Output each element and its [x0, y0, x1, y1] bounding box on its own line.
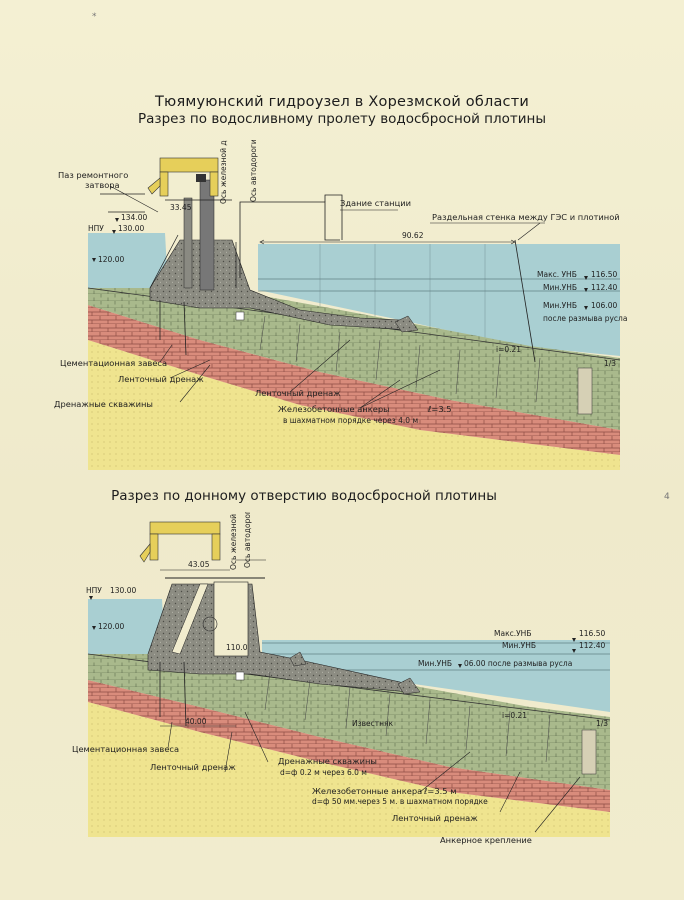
upstream-water [88, 233, 168, 292]
sand-layer-2 [88, 702, 610, 837]
upstream-water-2 [88, 599, 165, 654]
npu-value-2: 130.00 [110, 586, 136, 595]
station-label: Здание станции [340, 198, 411, 208]
lvl-13400: 134.00 [121, 213, 147, 222]
lvl-12000: 120.00 [98, 255, 124, 264]
min-unb-label-2: Мин.УНБ [502, 641, 536, 650]
section1-drawing: Паз ремонтного затвора Ось железной доро… [54, 140, 627, 470]
limestone-layer [88, 288, 620, 430]
gate-slot-label2: затвора [85, 180, 120, 190]
dim-4305: 43.05 [188, 560, 210, 569]
max-unb-label-2: Макс.УНБ [494, 629, 531, 638]
slope-13-label: 1/3 [604, 359, 616, 368]
npu-value: 130.00 [118, 224, 144, 233]
gantry-crane-2 [139, 521, 221, 563]
drain-strip-label: Ленточный дренаж [118, 374, 204, 384]
rail-axis-label-2: Ось железной дороги [229, 512, 238, 570]
bottom-outlet-dam-body [147, 581, 421, 695]
dim-4000: 40.00 [185, 717, 207, 726]
dim-3345: 33.45 [170, 203, 192, 212]
slope-13-label-2: 1/3 [596, 719, 608, 728]
lvl-12000-2: 120.00 [98, 622, 124, 631]
anchors-label: Железобетонные анкеры [278, 404, 390, 414]
wall-label: Раздельная стенка между ГЭС и плотиной [432, 212, 620, 222]
limestone-layer-2 [88, 654, 610, 790]
grout-curtain [159, 300, 187, 356]
after-erosion-label: после размыва русла [543, 314, 627, 323]
min-unb-label: Мин.УНБ [543, 283, 577, 292]
road-axis-label: Ось автодороги [249, 140, 258, 202]
dim-9062 [259, 239, 516, 245]
section2-title: Разрез по донному отверстию водосбросной… [111, 488, 497, 504]
min-unb2-label-2: Мин.УНБ [418, 659, 452, 668]
slope-i-label-2: i=0.21 [502, 711, 527, 720]
gantry-crane [147, 157, 219, 197]
anchors-l-label-2: ℓ=3.5 м [423, 786, 456, 796]
page-mark-right: 4 [664, 492, 670, 502]
drain-wells-d-label: d=ф 0.2 м через 6.0 м [280, 768, 367, 777]
drain-wells-label: Дренажные скважины [54, 399, 153, 409]
lvl-11000: 110.0 [226, 643, 248, 652]
min-unb2-value: 106.00 [591, 301, 617, 310]
rock-layer [88, 305, 620, 455]
anchors-pattern-label: в шахматном порядке через 4.0 м [283, 416, 418, 425]
drain-wells-label-2: Дренажные скважины [278, 756, 377, 766]
drain-strip2-label: Ленточный дренаж [255, 388, 341, 398]
rock-layer-2 [88, 680, 610, 812]
anchors-d-label: d=ф 50 мм.через 5 м. в шахматном порядке [312, 797, 488, 806]
section2-drawing: Ось железной дороги Ось автодороги 43.05… [72, 512, 611, 845]
max-unb-value-2: 116.50 [579, 629, 605, 638]
gate-slot-label: Паз ремонтного [58, 170, 128, 180]
anchors-label-2: Железобетонные анкера [312, 786, 422, 796]
section1-title: Разрез по водосливному пролету водосброс… [138, 111, 546, 127]
road-axis-label-2: Ось автодороги [243, 512, 252, 568]
min-unb2-text-2: 06.00 после размыва русла [464, 659, 572, 668]
grout-label-2: Цементационная завеса [72, 744, 179, 754]
drain-strip2-label-2: Ленточный дренаж [392, 813, 478, 823]
limestone-label: Известняк [352, 719, 394, 728]
min-unb2-label: Мин.УНБ [543, 301, 577, 310]
page-mark-left: * [92, 12, 97, 22]
slope-i-label: i=0.21 [496, 345, 521, 354]
anchor-fix-label: Анкерное крепление [440, 835, 532, 845]
station-building [239, 194, 343, 278]
plate-title: Тюямуюнский гидроузел в Хорезмской облас… [155, 94, 529, 110]
max-unb-value: 116.50 [591, 270, 617, 279]
npu-label: НПУ [88, 224, 104, 233]
drain-strip-label-2: Ленточный дренаж [150, 762, 236, 772]
max-unb-label: Макс. УНБ [537, 270, 577, 279]
anchors-l-label: ℓ=3.5 [427, 404, 452, 414]
npu-label-2: НПУ [86, 586, 102, 595]
rail-axis-label: Ось железной дороги [219, 140, 228, 204]
dim-9062-label: 90.62 [402, 231, 424, 240]
grout-label: Цементационная завеса [60, 358, 167, 368]
spillway-dam-body [149, 179, 419, 333]
sand-layer [88, 340, 620, 470]
min-unb-value-2: 112.40 [579, 641, 605, 650]
min-unb-value: 112.40 [591, 283, 617, 292]
